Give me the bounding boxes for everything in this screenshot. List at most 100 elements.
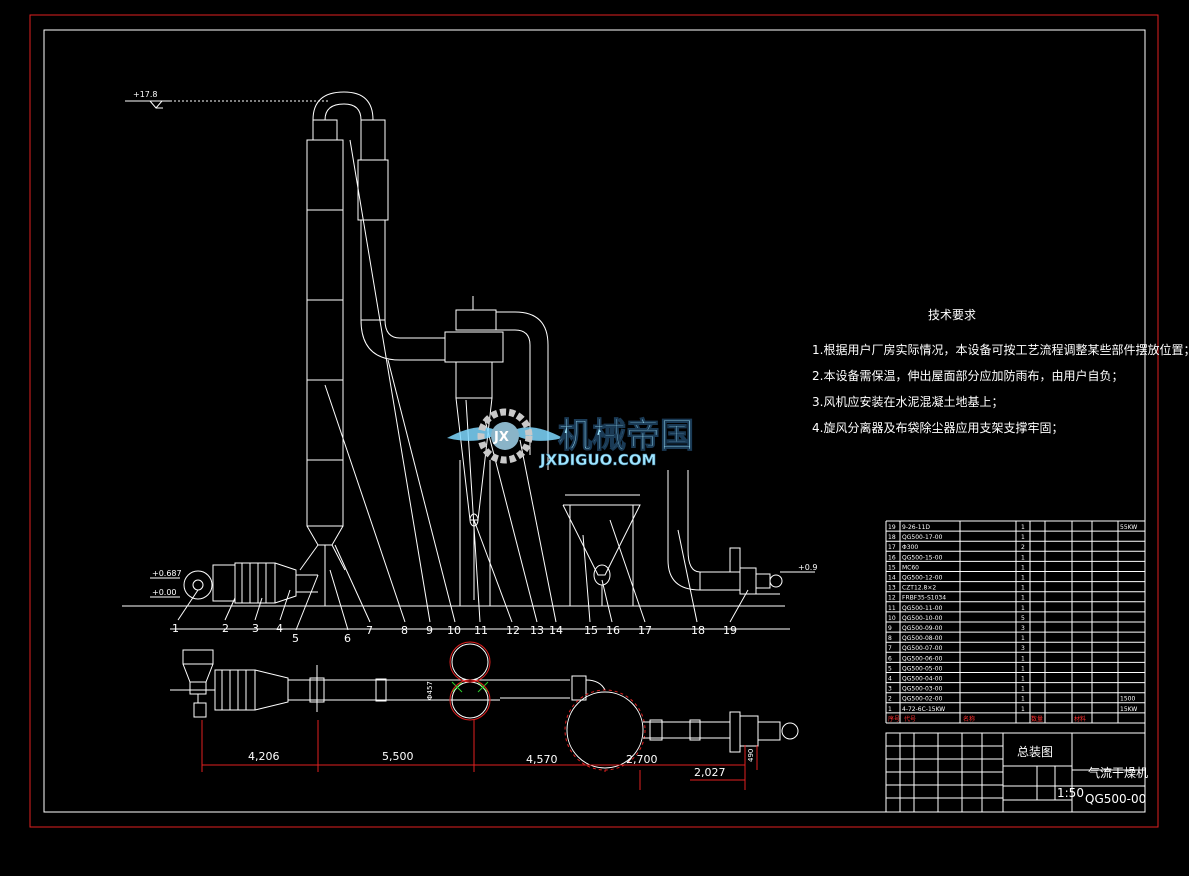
bom-row-code: QG500-06-00 [902,655,943,662]
balloon-14: 14 [549,624,563,637]
elevation-a: +0.687 [152,569,182,578]
gear-icon [477,408,533,464]
bom-row-qty: 1 [1021,665,1025,672]
bom-row-no: 6 [888,655,892,662]
bom-row-no: 13 [888,585,896,592]
bom-row-note: 55KW [1120,524,1137,531]
bom-row-code: 4-72-6C-15KW [902,706,945,713]
bom-row-no: 9 [888,625,892,632]
bom-row-code: QG500-15-00 [902,554,943,561]
bom-row-note: 15KW [1120,706,1137,713]
balloon-17: 17 [638,624,652,637]
tech-req-item-1: 1.根据用户厂房实际情况，本设备可按工艺流程调整某些部件摆放位置； [812,342,1189,357]
bom-row-no: 16 [888,554,896,561]
bom-row-no: 11 [888,605,896,612]
drawing-title: 总装图 [1017,745,1053,759]
plan-view [170,641,799,771]
balloon-15: 15 [584,624,598,637]
bom-row-no: 1 [888,706,892,713]
tech-req-item-3: 3.风机应安装在水泥混凝土地基上； [812,394,1003,409]
bom-row-no: 15 [888,564,896,571]
bom-row-no: 12 [888,595,896,602]
balloon-7: 7 [366,624,373,637]
balloon-12: 12 [506,624,520,637]
bom-row-code: QG500-03-00 [902,686,943,693]
bom-row-no: 18 [888,534,896,541]
balloon-10: 10 [447,624,461,637]
bom-row-no: 17 [888,544,896,551]
dim-5500: 5,500 [382,750,414,763]
bom-row-qty: 3 [1021,625,1025,632]
bom-row-qty: 1 [1021,676,1025,683]
elevation-b: +0.00 [152,588,177,597]
bom-row-code: FRBF35-S1034 [902,595,946,602]
bom-row-no: 4 [888,676,892,683]
outer-frame-red [29,14,1159,828]
bom-row-qty: 1 [1021,554,1025,561]
balloon-8: 8 [401,624,408,637]
bom-row-no: 14 [888,575,896,582]
watermark-url: JXDIGUO.COM [539,451,656,469]
bom-row-qty: 1 [1021,524,1025,531]
bom-row-qty: 2 [1021,544,1025,551]
bom-row-code: CZT12.8×2 [902,585,936,592]
bom-row-code: QG500-17-00 [902,534,943,541]
bom-row-qty: 1 [1021,686,1025,693]
bom-row-qty: 1 [1021,534,1025,541]
bom-row-qty: 1 [1021,585,1025,592]
bom-row-qty: 5 [1021,615,1025,622]
product-name: 气流干燥机 [1088,765,1148,780]
bom-row-code: QG500-02-00 [902,696,943,703]
bom-row-no: 8 [888,635,892,642]
watermark-title: 机械帝国 [558,416,694,456]
balloon-9: 9 [426,624,433,637]
bom-row-qty: 1 [1021,595,1025,602]
bom-row-no: 7 [888,645,892,652]
balloon-3: 3 [252,622,259,635]
bom-header-material: 材料 [1074,715,1086,723]
bom-row-no: 2 [888,696,892,703]
balloon-18: 18 [691,624,705,637]
plan-dimensions: 4,206 5,500 4,570 2,700 2,027 490 Φ457 [201,681,758,790]
wing-icon [447,427,500,441]
balloon-labels: 1 2 3 4 5 6 7 8 9 10 11 12 13 14 15 16 1… [172,622,737,645]
bom-row-code: QG500-09-00 [902,625,943,632]
bom-row-qty: 1 [1021,696,1025,703]
dim-4206: 4,206 [248,750,280,763]
bom-row-qty: 1 [1021,655,1025,662]
balloon-5: 5 [292,632,299,645]
leader-lines [170,139,790,631]
bom-row-code: MC60 [902,564,919,571]
balloon-2: 2 [222,622,229,635]
bom-header-no: 序号 [888,715,900,723]
bom-row-qty: 1 [1021,605,1025,612]
elevation-right: +0.9 [798,563,817,572]
balloon-6: 6 [344,632,351,645]
bom-row-code: QG500-07-00 [902,645,943,652]
dim-2700: 2,700 [626,753,658,766]
bom-row-code: Φ300 [902,544,918,551]
bom-row-code: QG500-04-00 [902,676,943,683]
bom-row-code: QG500-08-00 [902,635,943,642]
bom-row-qty: 1 [1021,575,1025,582]
title-block: 总装图 气流干燥机 QG500-00 1:50 [885,732,1148,813]
bom-row-note: 1500 [1120,696,1135,703]
dim-490: 490 [747,749,755,762]
bom-row-qty: 1 [1021,706,1025,713]
bom-row-no: 5 [888,665,892,672]
bom-row-code: 9-26-11D [902,524,930,531]
balloon-16: 16 [606,624,620,637]
tech-req-item-2: 2.本设备需保温，伸出屋面部分应加防雨布，由用户自负； [812,368,1123,383]
wing-icon-right [510,427,563,441]
bom-header-qty: 数量 [1031,715,1043,723]
bom-row-code: QG500-10-00 [902,615,943,622]
watermark-badge: JX [493,430,509,445]
tech-req-item-4: 4.旋风分离器及布袋除尘器应用支架支撑牢固； [812,420,1063,435]
tech-req-title: 技术要求 [928,308,976,322]
drawing-scale: 1:50 [1057,786,1084,800]
balloon-19: 19 [723,624,737,637]
bom-row-code: QG500-05-00 [902,665,943,672]
watermark-logo: JX 机械帝国 JXDIGUO.COM [447,408,695,469]
